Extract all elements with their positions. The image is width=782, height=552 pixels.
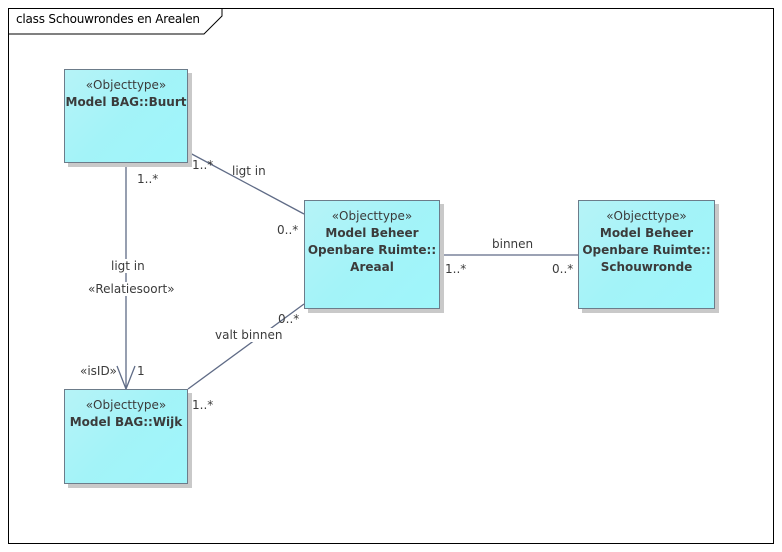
multiplicity-areaal-schouwronde-target: 0..* (552, 262, 574, 276)
class-name-line-2: Openbare Ruimte:: (307, 243, 437, 257)
association-wijk-areaal[interactable] (187, 303, 305, 390)
multiplicity-buurt-wijk-source: 1..* (137, 172, 159, 186)
class-areaal[interactable]: «Objecttype» Model Beheer Openbare Ruimt… (304, 200, 440, 309)
association-buurt-areaal[interactable] (187, 151, 305, 215)
association-label-buurt-areaal: ligt in (232, 164, 266, 178)
multiplicity-areaal-schouwronde-source: 1..* (445, 262, 467, 276)
class-buurt[interactable]: «Objecttype» Model BAG::Buurt (64, 69, 188, 163)
class-name-line-1: Model Beheer (599, 226, 694, 240)
association-label-buurt-wijk: ligt in (111, 259, 145, 273)
class-stereotype: «Objecttype» (331, 209, 413, 223)
title-tab (8, 8, 223, 35)
multiplicity-buurt-wijk-target: 1 (137, 364, 145, 378)
class-name-line-3: Schouwronde (600, 260, 693, 274)
class-stereotype: «Objecttype» (85, 78, 167, 92)
multiplicity-wijk-areaal-source: 1..* (192, 398, 214, 412)
tag-isid: «isID» (80, 364, 117, 378)
association-label-wijk-areaal: valt binnen (215, 328, 283, 342)
class-stereotype: «Objecttype» (85, 398, 167, 412)
class-name-line-2: Openbare Ruimte:: (582, 243, 711, 257)
class-stereotype: «Objecttype» (606, 209, 687, 223)
multiplicity-buurt-areaal-source: 1..* (192, 158, 214, 172)
diagram-frame (8, 8, 774, 544)
class-name: Model BAG::Buurt (65, 95, 187, 109)
multiplicity-buurt-areaal-target: 0..* (277, 223, 299, 237)
class-name-line-1: Model Beheer (325, 226, 419, 240)
class-name-line-3: Areaal (350, 260, 394, 274)
class-schouwronde[interactable]: «Objecttype» Model Beheer Openbare Ruimt… (578, 200, 715, 309)
diagram-title: class Schouwrondes en Arealen (16, 12, 200, 26)
class-name: Model BAG::Wijk (69, 415, 183, 429)
multiplicity-wijk-areaal-target: 0..* (278, 312, 300, 326)
association-stereotype-buurt-wijk: «Relatiesoort» (88, 282, 175, 296)
class-wijk[interactable]: «Objecttype» Model BAG::Wijk (64, 389, 188, 484)
association-label-areaal-schouwronde: binnen (492, 237, 534, 251)
